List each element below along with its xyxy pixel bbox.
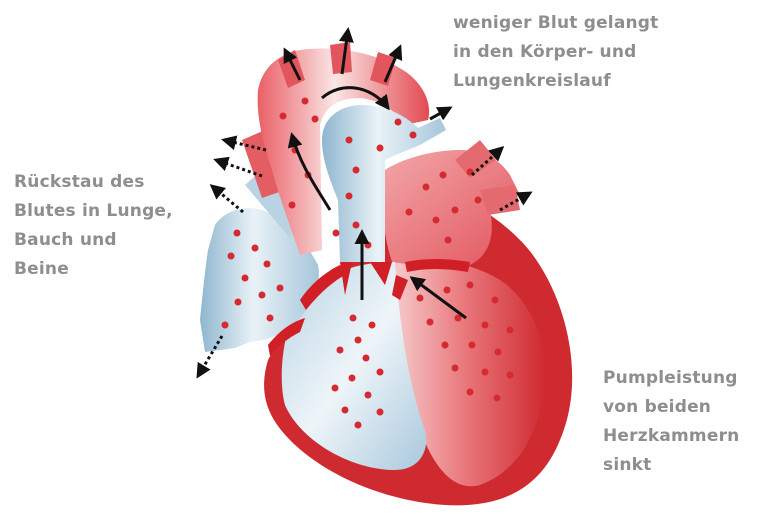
- label-line: Lungenkreislauf: [453, 67, 659, 96]
- label-line: in den Körper- und: [453, 38, 659, 67]
- label-line: Rückstau des: [14, 168, 173, 197]
- label-line: Beine: [14, 255, 173, 284]
- label-line: von beiden: [603, 393, 739, 422]
- aorta-branch-2: [330, 42, 352, 74]
- label-pump-performance: Pumpleistung von beiden Herzkammern sink…: [603, 364, 739, 480]
- label-line: sinkt: [603, 451, 739, 480]
- backflow-arrow-icon: [212, 186, 243, 212]
- label-line: Pumpleistung: [603, 364, 739, 393]
- label-line: weniger Blut gelangt: [453, 9, 659, 38]
- flow-arrow-icon: [430, 108, 450, 119]
- label-blood-backup: Rückstau des Blutes in Lunge, Bauch und …: [14, 168, 173, 284]
- label-line: Blutes in Lunge,: [14, 197, 173, 226]
- label-line: Herzkammern: [603, 422, 739, 451]
- label-reduced-circulation: weniger Blut gelangt in den Körper- und …: [453, 9, 659, 96]
- label-line: Bauch und: [14, 226, 173, 255]
